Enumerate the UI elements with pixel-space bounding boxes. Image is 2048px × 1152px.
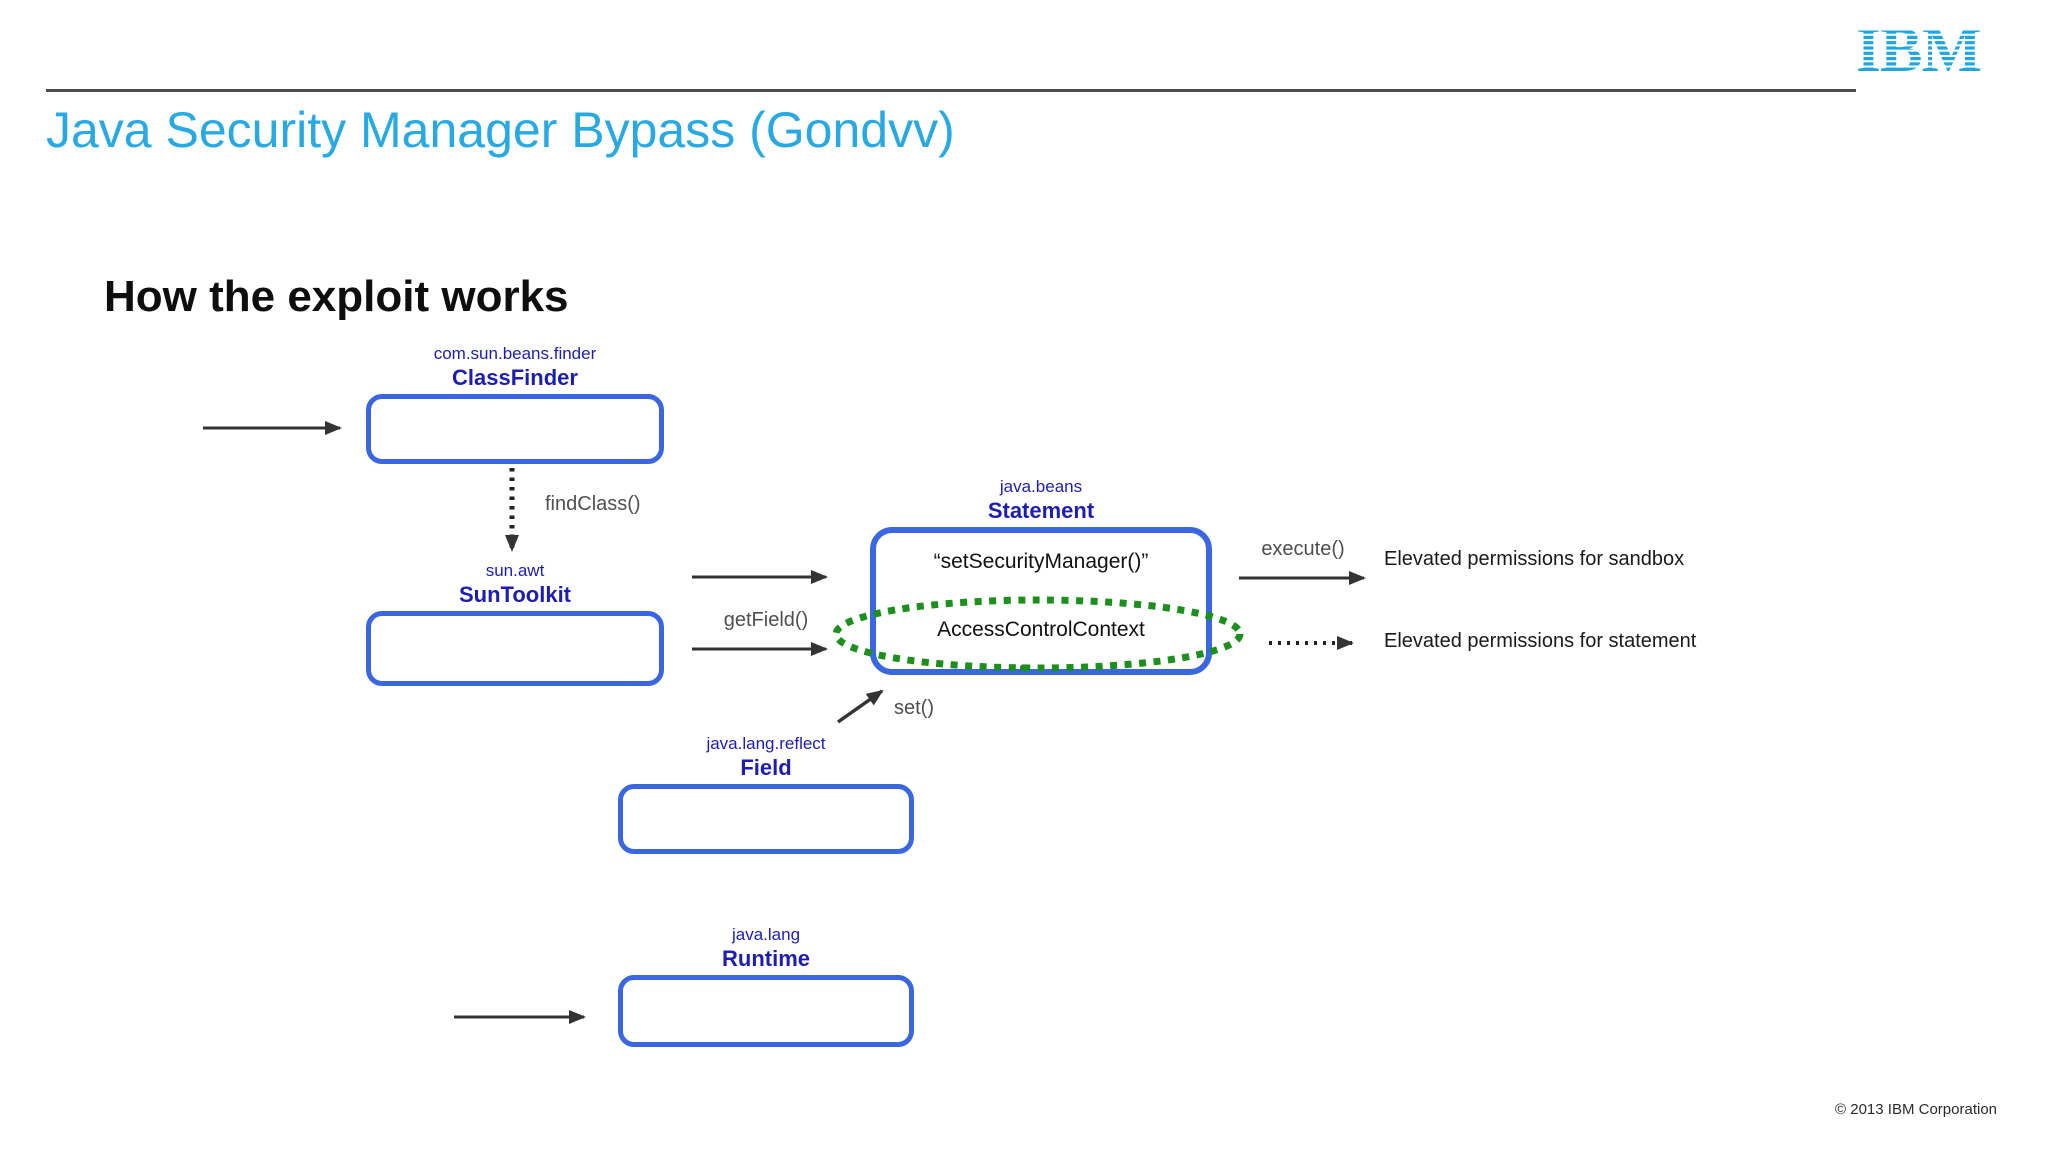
class-label: Runtime xyxy=(722,946,810,971)
slide-title: Java Security Manager Bypass (Gondvv) xyxy=(46,102,955,158)
node-classfinder: com.sun.beans.finder ClassFinder xyxy=(366,343,664,464)
classfinder-box xyxy=(366,394,664,464)
set-label: set() xyxy=(894,697,934,719)
statement-box: “setSecurityManager()” AccessControlCont… xyxy=(870,527,1212,675)
ibm-logo-graphic: IBM xyxy=(1856,14,1982,85)
execute-label: execute() xyxy=(1261,538,1345,560)
class-label: Statement xyxy=(987,498,1095,523)
copyright: © 2013 IBM Corporation xyxy=(1835,1101,1997,1118)
statement-set-security-manager: “setSecurityManager()” xyxy=(933,550,1149,573)
ibm-logo: IBM xyxy=(1856,14,2006,85)
field-box xyxy=(618,784,914,854)
package-label: java.beans xyxy=(999,477,1083,496)
arrow-set xyxy=(836,689,884,724)
suntoolkit-box xyxy=(366,611,664,686)
node-field: java.lang.reflect Field xyxy=(618,733,914,854)
package-label: com.sun.beans.finder xyxy=(433,344,597,363)
package-label: sun.awt xyxy=(485,561,545,580)
node-suntoolkit: sun.awt SunToolkit xyxy=(366,560,664,686)
result-statement-text: Elevated permissions for statement xyxy=(1384,630,1697,652)
title-rule xyxy=(46,89,1856,92)
class-label: SunToolkit xyxy=(458,582,572,607)
section-heading: How the exploit works xyxy=(104,272,569,321)
ibm-logo-text: IBM xyxy=(1856,22,1981,80)
package-label: java.lang xyxy=(731,925,801,944)
runtime-box xyxy=(618,975,914,1047)
result-sandbox-text: Elevated permissions for sandbox xyxy=(1384,548,1685,570)
findclass-label: findClass() xyxy=(545,493,641,515)
statement-access-control-context: AccessControlContext xyxy=(937,618,1145,641)
class-label: ClassFinder xyxy=(452,365,578,390)
getfield-label: getField() xyxy=(723,609,809,631)
node-statement: java.beans Statement “setSecurityManager… xyxy=(870,476,1212,675)
class-label: Field xyxy=(740,755,792,780)
node-runtime: java.lang Runtime xyxy=(618,924,914,1047)
package-label: java.lang.reflect xyxy=(706,734,826,753)
